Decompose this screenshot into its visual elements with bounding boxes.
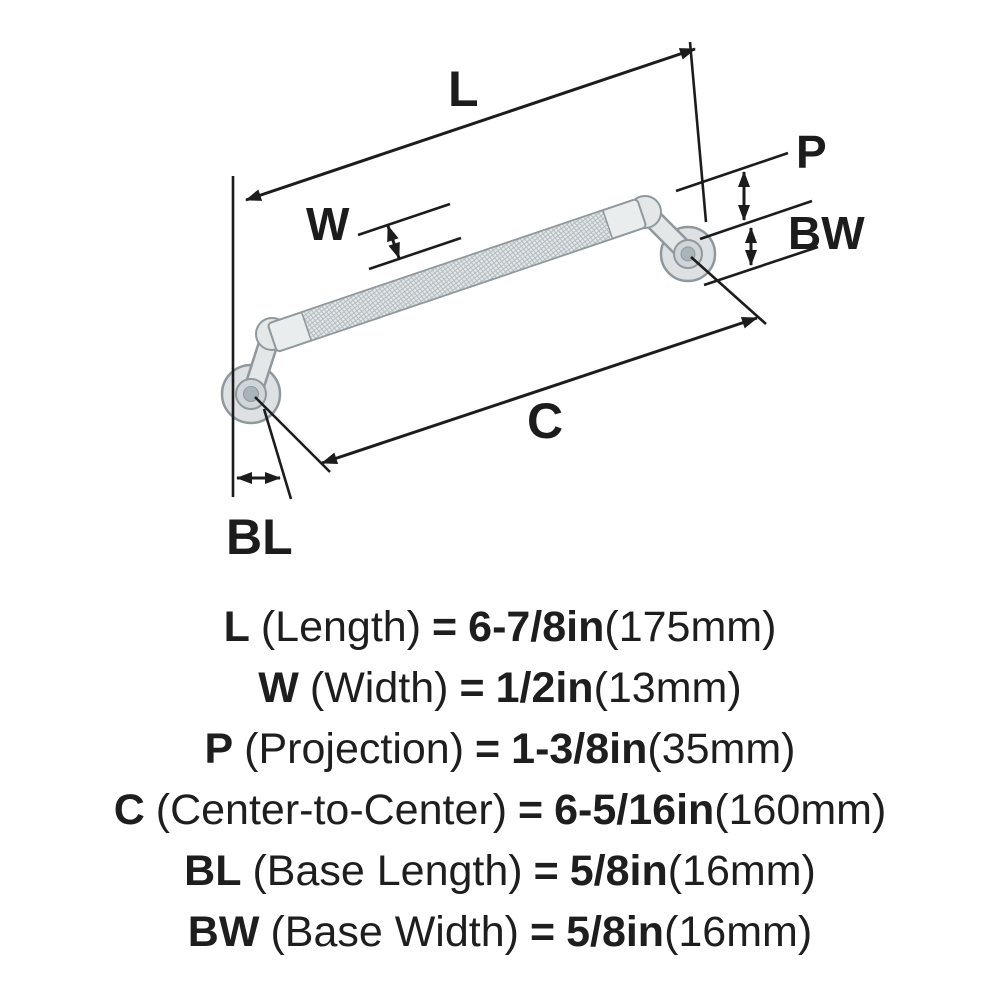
c-dimension-line [321, 316, 758, 465]
spec-label: (Width) [309, 664, 449, 712]
spec-metric: (16mm) [664, 908, 813, 956]
spec-equals: = [475, 725, 501, 773]
spec-label: (Base Length) [252, 847, 523, 895]
spec-code: BW [187, 908, 260, 956]
spec-row-length: L(Length)=6-7/8in(175mm) [0, 597, 1000, 658]
spec-imperial: 1-3/8in [511, 725, 648, 773]
c-dimension-label: C [527, 393, 563, 449]
spec-metric: (16mm) [667, 847, 816, 895]
dimension-spec-list: L(Length)=6-7/8in(175mm) W(Width)=1/2in(… [0, 597, 1000, 963]
l-dimension-label: L [448, 61, 479, 117]
spec-label: (Length) [260, 603, 422, 651]
c-right-extension-line [690, 256, 767, 325]
spec-metric: (13mm) [593, 664, 742, 712]
bw-dimension-label: BW [788, 207, 865, 259]
spec-label: (Center-to-Center) [155, 786, 508, 834]
bl-extension-line [262, 408, 293, 500]
spec-code: BL [184, 847, 242, 895]
spec-metric: (160mm) [714, 786, 887, 834]
spec-code: W [258, 664, 299, 712]
spec-imperial: 5/8in [569, 847, 668, 895]
knurled-grip [300, 209, 614, 342]
p-dimension-label: P [796, 126, 827, 178]
spec-label: (Base Width) [270, 908, 519, 956]
l-right-extension-line [688, 41, 708, 223]
spec-row-base-width: BW(Base Width)=5/8in(16mm) [0, 902, 1000, 963]
spec-row-base-length: BL(Base Length)=5/8in(16mm) [0, 841, 1000, 902]
spec-row-width: W(Width)=1/2in(13mm) [0, 658, 1000, 719]
handle-drawing [220, 195, 717, 425]
product-dimension-diagram: L W P BW C BL [220, 41, 865, 565]
spec-code: P [204, 725, 234, 773]
spec-code: L [223, 603, 250, 651]
spec-equals: = [529, 908, 556, 956]
bw-extension-line [703, 245, 819, 287]
spec-metric: (175mm) [604, 603, 777, 651]
spec-equals: = [533, 847, 559, 895]
w-extension-line-bottom [368, 236, 462, 271]
handle-dimension-drawing: L W P BW C BL [220, 41, 865, 565]
dimension-annotations: L W P BW C BL [226, 41, 865, 565]
left-base-face [235, 378, 267, 410]
w-extension-line-top [357, 202, 451, 237]
spec-equals: = [432, 603, 458, 651]
spec-imperial: 5/8in [566, 908, 665, 956]
spec-imperial: 1/2in [495, 664, 594, 712]
w-dimension-label: W [306, 198, 350, 250]
p-extension-line-bottom [699, 199, 813, 241]
spec-row-projection: P(Projection)=1-3/8in(35mm) [0, 719, 1000, 780]
spec-imperial: 6-7/8in [468, 603, 605, 651]
bl-dimension-label: BL [226, 509, 293, 565]
l-dimension-line [245, 47, 696, 202]
spec-row-center-to-center: C(Center-to-Center)=6-5/16in(160mm) [0, 780, 1000, 841]
handle-bar [267, 198, 647, 353]
spec-equals: = [459, 664, 485, 712]
spec-equals: = [518, 786, 544, 834]
w-dimension-arrow [386, 225, 401, 259]
spec-metric: (35mm) [647, 725, 796, 773]
spec-label: (Projection) [244, 725, 465, 773]
p-extension-line-top [675, 151, 789, 193]
c-left-extension-line [254, 396, 331, 473]
spec-code: C [113, 786, 145, 834]
spec-imperial: 6-5/16in [554, 786, 715, 834]
